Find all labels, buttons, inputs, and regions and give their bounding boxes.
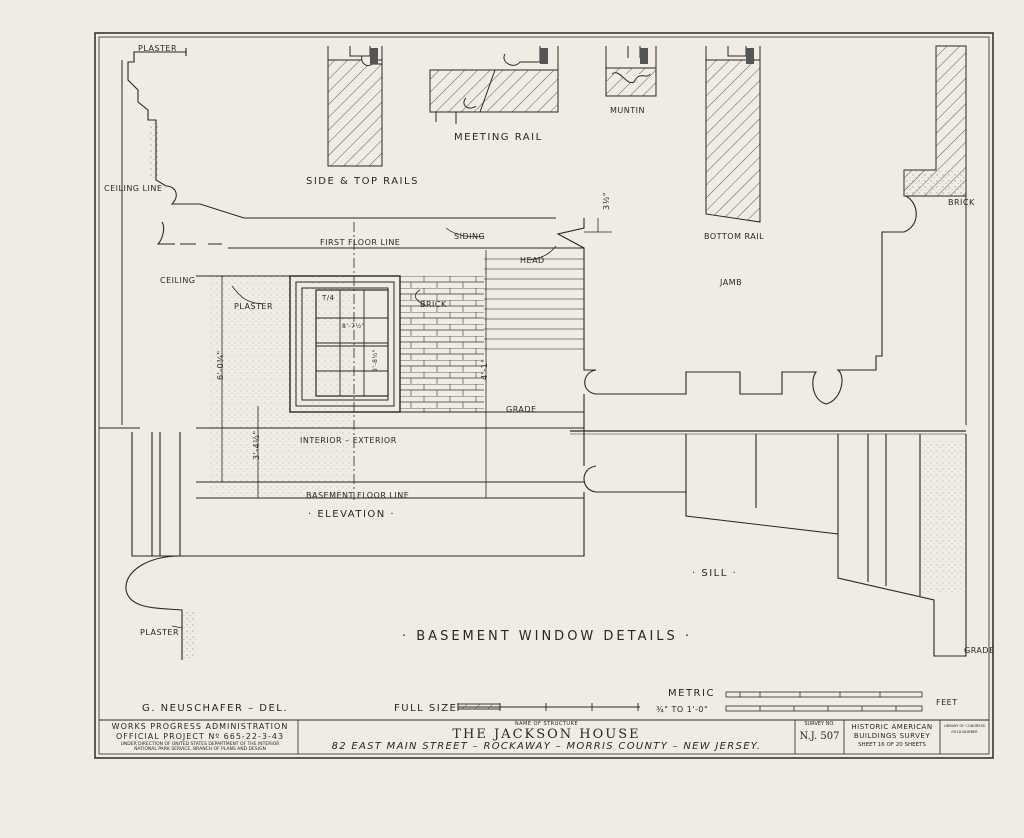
basement-wall	[99, 394, 585, 660]
label-plaster-mid: PLASTER	[234, 302, 274, 311]
stamp-line-1: LIBRARY OF CONGRESS	[943, 724, 986, 728]
inner-border	[98, 36, 990, 755]
outer-border	[94, 32, 994, 759]
plaster-stipple-bottom	[182, 612, 196, 658]
label-metric: METRIC	[668, 688, 715, 699]
survey-name-line-2: BUILDINGS SURVEY	[853, 732, 931, 740]
label-first-floor-line: FIRST FLOOR LINE	[320, 238, 401, 247]
label-grade-mid: GRADE	[506, 405, 537, 414]
stamp-line-2: FIELD NUMBER	[951, 730, 978, 734]
delineator-credit: G. NEUSCHAFER – DEL.	[142, 703, 289, 714]
drawing-title: · BASEMENT WINDOW DETAILS ·	[402, 629, 693, 644]
cornice-plaster-stipple	[150, 122, 158, 178]
label-elevation: · ELEVATION ·	[308, 509, 396, 520]
survey-no-caption: SURVEY NO.	[804, 721, 835, 727]
agency-line-3: UNDER DIRECTION OF UNITED STATES DEPARTM…	[120, 742, 280, 747]
agency-line-2: OFFICIAL PROJECT Nº 665-22-3-43	[115, 732, 285, 741]
label-pane-dim2: 8'-8½"	[372, 348, 379, 372]
cornice-profile	[121, 48, 556, 425]
label-meeting-rail: MEETING RAIL	[454, 132, 543, 143]
label-bottom-rail: BOTTOM RAIL	[704, 232, 765, 241]
label-pane: T/4	[322, 294, 335, 302]
survey-name-line-1: HISTORIC AMERICAN	[851, 723, 933, 731]
label-brick-mid: BRICK	[420, 300, 447, 309]
label-dim-left2: 3'-4½"	[252, 430, 261, 460]
window-outer-frame	[289, 275, 401, 413]
sheet-info: SHEET 16 OF 20 SHEETS	[858, 742, 926, 748]
label-interior-exterior: INTERIOR – EXTERIOR	[300, 436, 397, 445]
structure-name: THE JACKSON HOUSE	[452, 727, 641, 742]
label-ceiling-line: CEILING LINE	[104, 184, 163, 193]
label-jamb: JAMB	[720, 278, 743, 287]
leader-lines	[171, 227, 557, 629]
label-sill: · SILL ·	[692, 568, 738, 579]
label-brick-right: BRICK	[948, 198, 975, 207]
agency-line-4: NATIONAL PARK SERVICE, BRANCH OF PLANS A…	[134, 747, 266, 752]
label-head: HEAD	[520, 256, 545, 265]
jamb-profile	[556, 195, 917, 405]
label-feet: FEET	[936, 698, 958, 707]
sill-brick-stipple	[922, 440, 964, 592]
sill-profile	[583, 434, 967, 657]
label-plaster-bottom: PLASTER	[140, 628, 180, 637]
label-full-size: FULL SIZE	[394, 703, 458, 714]
label-siding: SIDING	[454, 232, 486, 241]
elevation-view	[196, 218, 612, 500]
label-pane-dim1: 8'-7½"	[342, 323, 366, 330]
survey-number: N.J. 507	[799, 731, 840, 742]
bottom-rail-section	[705, 46, 761, 223]
label-head-dim: 3½"	[602, 191, 611, 210]
metric-scale-bar	[725, 691, 923, 712]
label-grade-right: GRADE	[964, 646, 995, 655]
title-block-frame	[99, 719, 989, 754]
label-scale-inch: ¾" TO 1'-0"	[656, 705, 709, 714]
label-side-top-rails: SIDE & TOP RAILS	[306, 176, 419, 187]
name-of-structure-caption: NAME OF STRUCTURE	[514, 721, 579, 727]
label-muntin: MUNTIN	[610, 106, 645, 115]
label-plaster-top: PLASTER	[138, 44, 178, 53]
label-ceiling: CEILING	[160, 276, 196, 285]
label-dim-left1: 6'-0¾"	[216, 350, 225, 380]
agency-line-1: WORKS PROGRESS ADMINISTRATION	[111, 722, 289, 731]
full-size-scale-bar	[457, 703, 640, 711]
meeting-rail-section	[429, 46, 559, 124]
label-basement-floor-line: BASEMENT FLOOR LINE	[306, 491, 410, 500]
brick-jamb-section	[903, 45, 967, 425]
side-top-rail-section	[327, 46, 383, 167]
muntin-section	[605, 46, 657, 97]
structure-address: 82 EAST MAIN STREET – ROCKAWAY – MORRIS …	[331, 741, 762, 752]
label-dim-right: 4'-1"	[480, 358, 489, 380]
